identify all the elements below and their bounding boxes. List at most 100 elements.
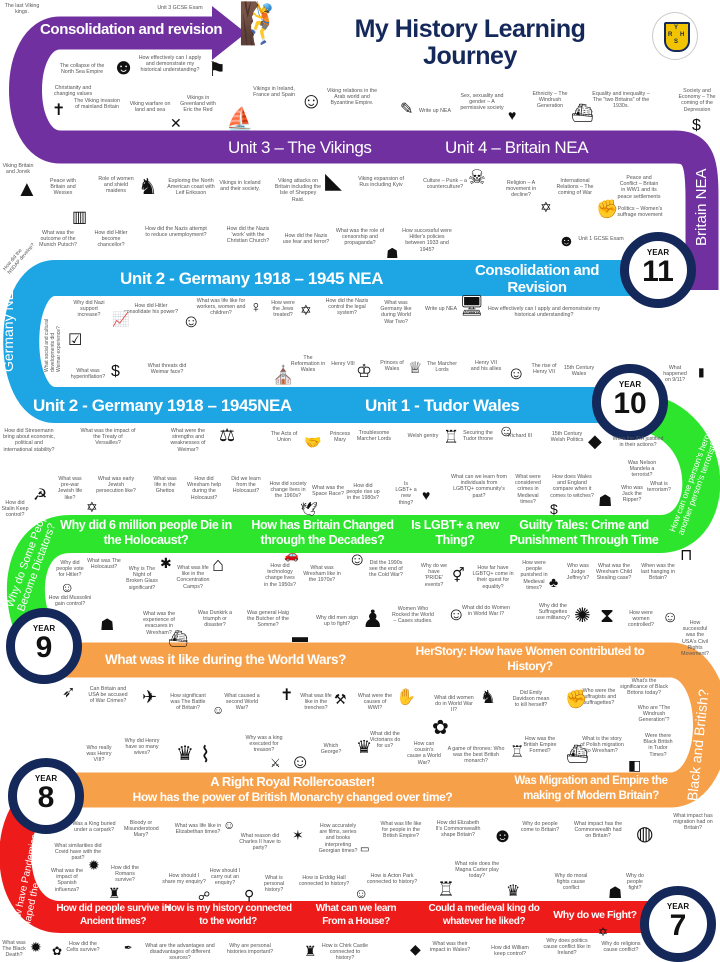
gas-mask-icon: ☺ <box>212 703 225 717</box>
heading-monarchy-1: A Right Royal Rollercoaster! <box>210 774 375 789</box>
topic-note: How did Stalin Keep control? <box>1 500 29 519</box>
heading-britain-nea: Britain NEA <box>693 168 710 246</box>
religion-symbols-icon: ✡ <box>598 925 609 939</box>
topic-note: What's the significance of Black Britons… <box>620 678 668 697</box>
topic-note: What was Germany like during World War T… <box>380 300 412 325</box>
virus-icon: ✹ <box>88 857 100 873</box>
world-map-icon: ◍ <box>636 823 654 845</box>
topic-note: Welsh gentry <box>407 433 439 439</box>
castle-icon: ♜ <box>304 943 317 959</box>
topic-note: What was the outcome of the Munich Putsc… <box>39 230 77 249</box>
eagle-icon: 🕊 <box>300 501 318 517</box>
crossed-axes-icon: ✕ <box>170 115 182 131</box>
topic-note: Christianity and changing values <box>53 85 93 98</box>
wales-map-icon: ◆ <box>410 941 421 957</box>
topic-note: How did people rise up in the 1980s? <box>346 483 380 502</box>
church-icon: ⛪ <box>272 365 295 385</box>
topic-note: How significant was The Battle of Britai… <box>170 693 206 712</box>
woman-icon: ♀ <box>250 299 262 316</box>
year-number: 9 <box>35 631 53 664</box>
man-icon: ☺ <box>182 311 201 331</box>
topic-note: How accurately are films, series and boo… <box>318 823 358 854</box>
topic-note: Sex, sexuality and gender – A permissive… <box>460 93 504 112</box>
topic-note: Why was a king executed for treason? <box>245 735 283 754</box>
topic-note: How is Chirk Castle connected to history… <box>321 943 369 962</box>
face-icon: ☺ <box>348 549 367 569</box>
topic-note: A game of thrones: Who was the best Brit… <box>447 746 505 765</box>
twin-towers-icon: ▮ <box>698 365 705 379</box>
topic-note: What impact has the Commonwealth had on … <box>573 821 623 840</box>
topic-note: What are the advantages and disadvantage… <box>145 943 215 962</box>
heading-unit2-germany-top: Unit 2 - Germany 1918 – 1945 NEA <box>120 269 384 288</box>
religion-symbols-icon: ✡ <box>540 199 552 215</box>
heading-unit1-tudor-wales: Unit 1 - Tudor Wales <box>365 396 520 415</box>
year-number: 7 <box>669 909 687 942</box>
topic-note: How should I carry out an enquiry? <box>209 868 241 887</box>
topic-note: The last Viking kings. <box>4 3 40 16</box>
topic-note: How effectively can I apply and demonstr… <box>487 306 601 319</box>
topic-note: How can cousin's cause a World War? <box>407 741 441 766</box>
topic-note: What was the impact of Spanish influenza… <box>50 868 84 893</box>
topic-note: Why do moral fights cause conflict <box>554 873 588 892</box>
heading-my-history: How is my history connected to the world… <box>164 903 292 927</box>
topic-note: Princess Mary <box>329 431 351 444</box>
ship-icon: ⛴ <box>571 103 594 123</box>
rainbow-flag-icon: ♥ <box>422 487 431 503</box>
topic-note: Politics – Women's suffrage movement <box>617 206 663 219</box>
topic-note: How did the Romans survive? <box>111 865 139 884</box>
topic-note: How did technology change lives in the 1… <box>264 563 296 588</box>
heading-holocaust: Why did 6 million people Die in the Holo… <box>60 518 232 547</box>
quill-icon: ✒ <box>124 943 133 954</box>
vote-icon: ☑ <box>68 332 83 349</box>
ship-icon: ⛴ <box>566 744 589 764</box>
sun-icon: ✺ <box>574 605 591 627</box>
mlk-icon: ☺ <box>662 609 679 626</box>
topic-note: What impact has migration had on Britain… <box>673 813 713 832</box>
topic-note: Exploring the North American coast with … <box>167 178 215 197</box>
topic-note: Was Dunkirk a triumph or disaster? <box>197 610 233 629</box>
year-number: 11 <box>642 255 674 288</box>
logo-letter: Y <box>674 25 679 31</box>
star-of-david-icon: ✡ <box>300 302 312 318</box>
topic-note: Equality and inequality – The "two Brita… <box>592 91 650 110</box>
heading-house: What can we learn From a House? <box>315 903 397 927</box>
topic-note: 15th Century Wales <box>563 365 595 378</box>
money-stack-icon: $ <box>111 363 120 380</box>
topic-note: How did the Nazis 'work' with the Christ… <box>226 226 270 245</box>
year-label: YEAR <box>618 380 642 389</box>
gallows-icon: ⊓ <box>680 547 693 564</box>
rosie-icon: ☺ <box>447 604 466 624</box>
witch-icon: ☗ <box>598 493 613 510</box>
stormtrooper-icon: ☗ <box>386 245 399 261</box>
topic-note: The rise of Henry VII <box>531 363 557 376</box>
topic-note: Peace and Conflict – Britain in WW1 and … <box>617 175 661 200</box>
topic-note: The Acts of Union <box>270 431 298 444</box>
topic-note: What were the strengths and weaknesses o… <box>170 428 206 453</box>
topic-note: The Marcher Lords <box>426 361 458 374</box>
heading-unit4-britain-nea: Unit 4 – Britain NEA <box>445 138 589 157</box>
fighting-icon: ☗ <box>608 885 623 902</box>
topic-note: Can Britain and USA be accused of War Cr… <box>88 686 128 705</box>
topic-note: Religion – A movement in decline? <box>505 180 537 199</box>
topic-note: Securing the Tudor throne <box>462 430 494 443</box>
money-icon: $ <box>692 117 701 134</box>
hand-icon: ✋ <box>396 689 416 706</box>
topic-note: Women Who Rocked the World – Cases studi… <box>391 606 434 625</box>
topic-note: How did Stresemann bring about economic,… <box>2 428 56 453</box>
heading-ancient-times: How did people survive in Ancient times? <box>56 903 170 927</box>
tree-icon: ♣ <box>549 574 559 590</box>
topic-note: What was Wrexham like in the 1970s? <box>303 565 341 584</box>
topic-note: What did the Victorians do for us? <box>369 731 401 750</box>
topic-note: Is LGBT+ a new thing? <box>395 481 417 506</box>
car-icon: 🚗 <box>284 548 299 562</box>
topic-note: Princes of Wales <box>380 360 404 373</box>
topic-note: Who was Judge Jeffrey's? <box>566 563 590 582</box>
viking-head-icon: ☺ <box>300 88 323 113</box>
topic-note: What was the Space Race? <box>311 485 345 498</box>
topic-note: What similarities did Covid have with th… <box>54 843 102 862</box>
topic-note: Ethnicity – The Windrush Generation <box>532 91 568 110</box>
